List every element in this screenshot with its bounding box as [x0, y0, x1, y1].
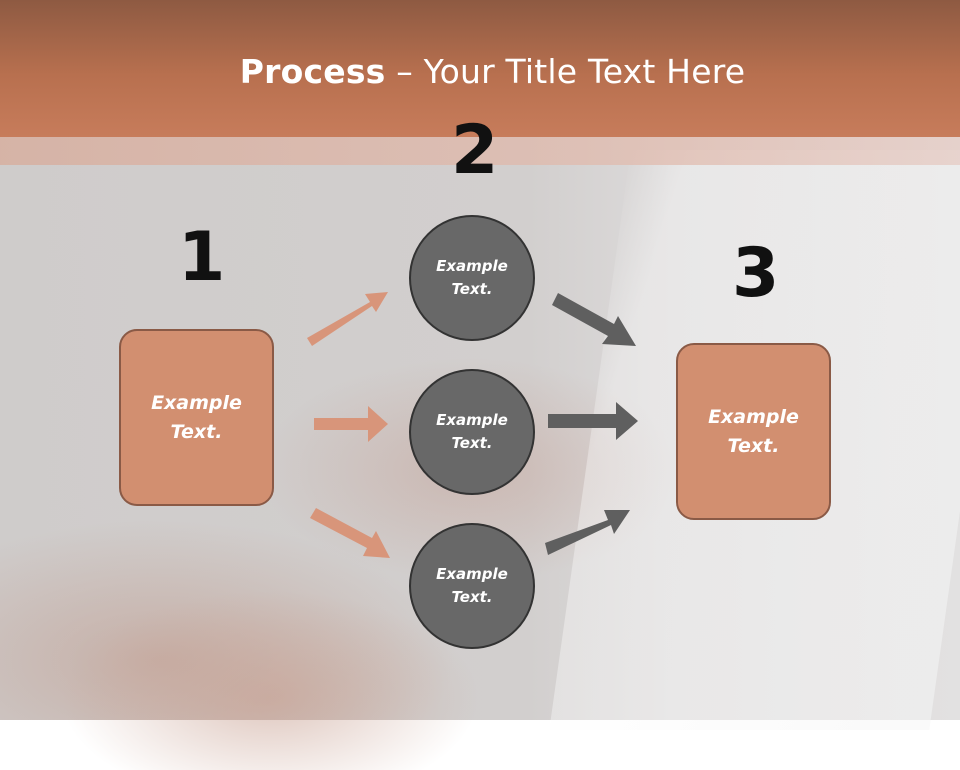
arrow-left-to-top — [307, 292, 388, 346]
flow-arrows — [307, 292, 638, 558]
step-number-2: 2 — [451, 111, 499, 190]
process-box-right-text: Example Text. — [708, 405, 799, 457]
process-box-left-text: Example Text. — [151, 391, 242, 443]
process-box-right: Example Text. — [676, 343, 831, 520]
process-circle-top-text: Example Text. — [436, 257, 508, 298]
arrow-bottom-to-right — [545, 510, 630, 555]
gray-arrows — [545, 293, 638, 555]
step-number-1: 1 — [178, 218, 226, 297]
title-bold: Process — [239, 52, 386, 91]
arrow-middle-to-right — [548, 402, 638, 440]
process-circle-bottom-text: Example Text. — [436, 565, 508, 606]
orange-arrows — [307, 292, 390, 558]
process-circle-bottom: Example Text. — [409, 523, 535, 649]
title-banner — [0, 0, 960, 137]
title-rest: – Your Title Text Here — [385, 52, 746, 91]
title-banner-strip — [0, 137, 960, 165]
process-circle-middle: Example Text. — [409, 369, 535, 495]
slide-title: Process – Your Title Text Here — [0, 52, 960, 91]
arrow-top-to-right — [552, 293, 636, 346]
arrow-left-to-middle — [314, 406, 388, 442]
step-number-3: 3 — [732, 234, 780, 313]
process-box-left: Example Text. — [119, 329, 274, 506]
process-circle-middle-text: Example Text. — [436, 411, 508, 452]
process-circle-top: Example Text. — [409, 215, 535, 341]
arrow-left-to-bottom — [310, 508, 390, 558]
